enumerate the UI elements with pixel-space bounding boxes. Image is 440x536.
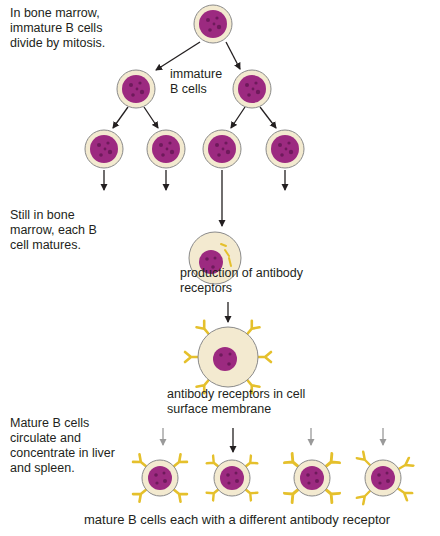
mature-b-cell: [133, 454, 187, 502]
annotation-text: antibody receptors in cell surface membr…: [167, 387, 307, 417]
grey-arrows: [163, 428, 383, 445]
annotation-text: immature B cells: [170, 67, 232, 97]
receptor-cell: [185, 321, 271, 393]
b-cell: [266, 130, 304, 168]
caption-text: mature B cells each with a different ant…: [84, 512, 440, 527]
mature-b-cell: [284, 453, 339, 502]
annotation-text: Mature B cells circulate and concentrate…: [10, 416, 128, 476]
mature-b-cell: [357, 452, 413, 504]
b-cell: [85, 130, 123, 168]
b-cell: [147, 130, 185, 168]
b-cell: [117, 70, 155, 108]
mature-b-cell: [207, 456, 258, 501]
annotation-text: Still in bone marrow, each B cell mature…: [10, 208, 98, 253]
annotation-text: production of antibody receptors: [180, 266, 310, 296]
b-cell: [233, 70, 271, 108]
b-cell: [194, 5, 232, 43]
b-cell: [203, 130, 241, 168]
annotation-text: In bone marrow, immature B cells divide …: [10, 6, 106, 51]
